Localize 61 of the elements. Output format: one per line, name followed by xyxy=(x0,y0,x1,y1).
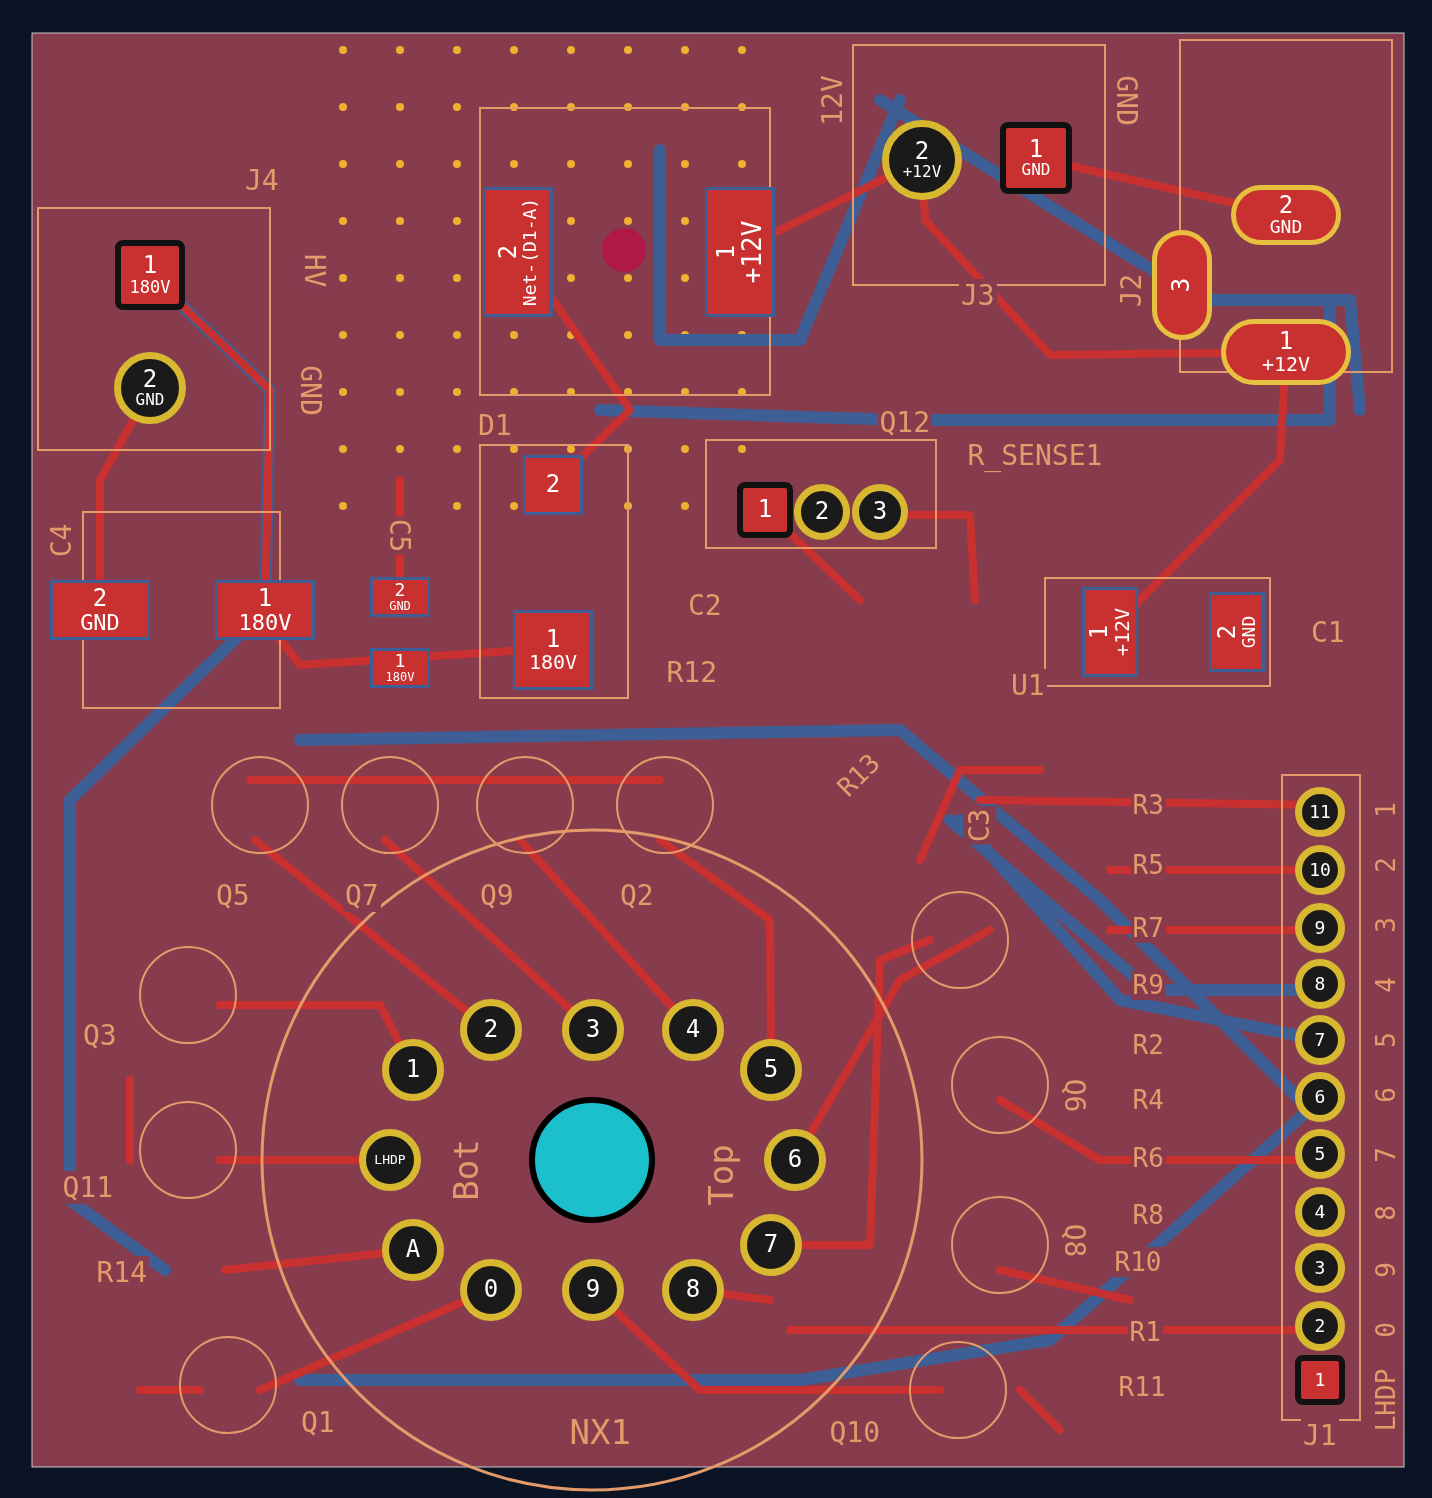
net-label: Net-(D1-A) xyxy=(521,197,541,307)
net-label: GND xyxy=(80,611,120,635)
pad-number: A xyxy=(405,1237,421,1263)
net-label: 180V xyxy=(238,611,292,635)
net-label: +12V xyxy=(902,164,942,181)
pad-number: 11 xyxy=(1309,802,1331,822)
net-label: GND xyxy=(1269,218,1303,238)
pad-number: 2 xyxy=(483,1017,499,1043)
pad-number: 1 xyxy=(1314,1370,1326,1390)
pad-number: 2 xyxy=(1278,192,1294,219)
pad-number: 3 xyxy=(1314,1258,1326,1278)
net-label: GND xyxy=(1021,162,1051,179)
pad-number: 2 xyxy=(495,244,522,260)
pad-number: 2 xyxy=(92,585,108,612)
pad-number: 8 xyxy=(685,1277,701,1303)
pad-number: 10 xyxy=(1309,860,1331,880)
pad-number: 1 xyxy=(1278,328,1294,355)
pad-number: 3 xyxy=(1169,277,1195,293)
net-label: GND xyxy=(1240,615,1260,649)
pad-number: 9 xyxy=(1314,918,1326,938)
pad-number: 2 xyxy=(1214,624,1241,640)
pad-number: 9 xyxy=(585,1277,601,1303)
pad-number: 7 xyxy=(763,1232,779,1258)
pad-number: 1 xyxy=(1086,624,1113,640)
pad-number: 2 xyxy=(1314,1316,1326,1336)
net-label: 180V xyxy=(385,671,415,684)
pad-number: 3 xyxy=(872,499,888,525)
pad-number: 2 xyxy=(142,367,158,393)
net-label: +12V xyxy=(1112,607,1134,657)
pad-number: 1 xyxy=(713,244,739,260)
pad-number: 7 xyxy=(1314,1030,1326,1050)
pad-number: 2 xyxy=(914,139,930,165)
net-label: GND xyxy=(135,392,165,409)
net-label: +12V xyxy=(1261,354,1311,376)
silkscreen-label: R9 xyxy=(1130,970,1166,1000)
pad-number: 5 xyxy=(1314,1144,1326,1164)
pad-number: 3 xyxy=(585,1017,601,1043)
pad-number: 2 xyxy=(394,581,406,601)
net-label: 180V xyxy=(129,278,171,297)
net-label: GND xyxy=(389,600,411,613)
pad-number: 0 xyxy=(483,1277,499,1303)
pad-number: 1 xyxy=(757,497,773,523)
pad-number: 5 xyxy=(763,1057,779,1083)
pad-number: 4 xyxy=(685,1017,701,1043)
pad-number: 1 xyxy=(545,626,561,653)
pad-number: 1 xyxy=(257,585,273,612)
pad-number: 6 xyxy=(1314,1087,1326,1107)
pad-number: 4 xyxy=(1314,1202,1326,1222)
silkscreen-label: R10 xyxy=(1112,1247,1164,1277)
pad-number: 8 xyxy=(1314,974,1326,994)
pad-number: 1 xyxy=(394,652,406,672)
pad-number: 2 xyxy=(545,472,561,498)
pad-number: 6 xyxy=(787,1147,803,1173)
silkscreen-label: C3 xyxy=(963,806,997,844)
net-label: 180V xyxy=(528,652,578,674)
net-label: +12V xyxy=(738,220,767,284)
pad-number: LHDP xyxy=(374,1153,406,1167)
pad-number: 2 xyxy=(814,499,830,525)
pad-number: 1 xyxy=(142,253,158,279)
pad-number: 1 xyxy=(405,1057,421,1083)
pad-number: 1 xyxy=(1028,137,1044,163)
